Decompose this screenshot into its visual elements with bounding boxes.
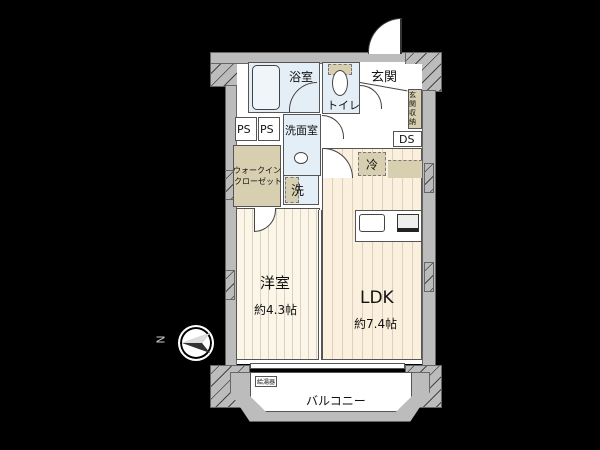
wall-right-strip-2 bbox=[424, 262, 434, 292]
ps-shaft-2 bbox=[258, 117, 280, 141]
balcony bbox=[250, 372, 412, 412]
water-heater-label: 給湯器 bbox=[257, 379, 276, 386]
ldk-size: 約7.4帖 bbox=[354, 317, 398, 331]
fridge-space bbox=[358, 152, 386, 176]
entrance-storage bbox=[408, 89, 422, 129]
washer-label: 洗 bbox=[291, 184, 305, 199]
ps-label-1: PS bbox=[237, 123, 251, 136]
western-room-size: 約4.3帖 bbox=[254, 303, 298, 317]
balcony-label: バルコニー bbox=[306, 394, 366, 408]
ldk-room bbox=[322, 148, 422, 360]
bath-label: 浴室 bbox=[289, 70, 314, 84]
entrance-label: 玄関 bbox=[371, 70, 398, 85]
walkin-closet-label-1: ウォークイン bbox=[233, 166, 281, 175]
window-sash bbox=[250, 363, 405, 369]
walkin-closet-label-2: クローゼット bbox=[234, 177, 282, 186]
sliding-partition bbox=[318, 210, 322, 360]
entrance-storage-label: 玄関収納 bbox=[409, 91, 416, 126]
western-room bbox=[236, 208, 320, 360]
wall-right bbox=[422, 90, 436, 375]
ds-label: DS bbox=[399, 133, 415, 146]
entrance-door[interactable] bbox=[368, 18, 402, 54]
ldk-label: LDK bbox=[360, 288, 394, 308]
bathtub-icon bbox=[252, 65, 280, 110]
fridge-label: 冷 bbox=[366, 158, 379, 172]
walkin-closet bbox=[233, 145, 281, 207]
washer-pan bbox=[285, 177, 299, 203]
sink-icon bbox=[294, 152, 308, 164]
toilet-label: トイレ bbox=[327, 99, 360, 112]
wall-left-strip-2 bbox=[225, 270, 235, 300]
washroom-label: 洗面室 bbox=[285, 124, 318, 137]
compass-icon bbox=[178, 325, 214, 361]
toilet-bowl-icon bbox=[332, 70, 348, 96]
ps-shaft-1 bbox=[235, 117, 257, 141]
ds-shaft bbox=[393, 131, 422, 147]
ps-label-2: PS bbox=[260, 123, 274, 136]
counter-storage bbox=[388, 160, 422, 178]
compass-north-label: N bbox=[154, 335, 168, 344]
western-room-label: 洋室 bbox=[260, 274, 291, 292]
water-heater bbox=[255, 376, 277, 387]
wall-right-strip-1 bbox=[424, 163, 434, 193]
kitchen-sink-icon bbox=[359, 214, 385, 232]
stove-icon bbox=[397, 214, 419, 232]
